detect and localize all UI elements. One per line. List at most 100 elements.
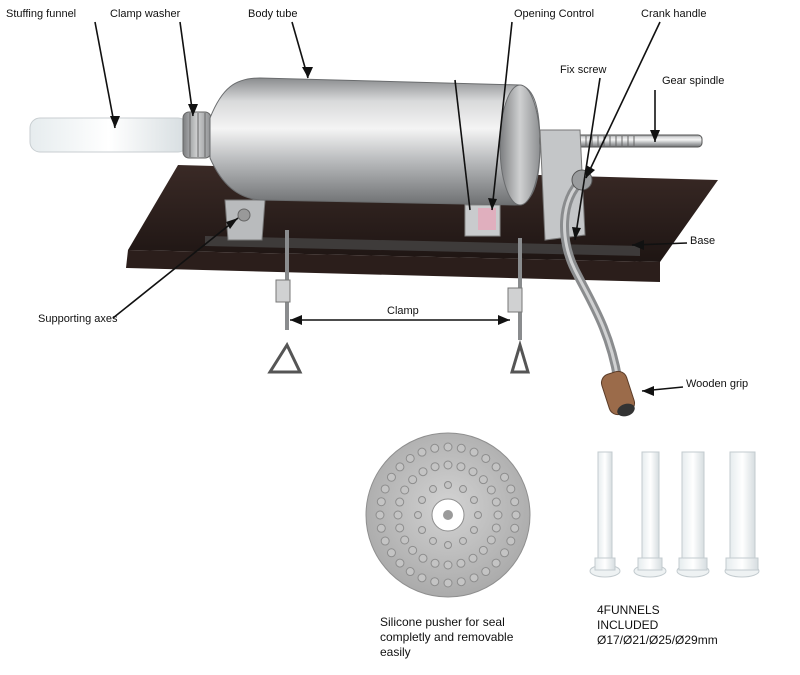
pusher-hole xyxy=(468,467,478,477)
pusher-hole xyxy=(395,558,405,568)
pusher-hole xyxy=(491,462,501,472)
funnels-caption-line: 4FUNNELS xyxy=(597,603,660,617)
pusher-hole xyxy=(443,442,453,452)
funnel-17mm xyxy=(589,451,621,578)
wooden-grip xyxy=(600,370,636,417)
pusher-hole xyxy=(430,443,440,453)
label-supporting-axes: Supporting axes xyxy=(38,313,118,325)
label-clamp: Clamp xyxy=(387,305,419,317)
pusher-hole xyxy=(430,558,440,568)
pusher-hole xyxy=(510,497,520,507)
pusher-hole xyxy=(491,558,501,568)
pusher-hole xyxy=(510,523,520,533)
pusher-caption: Silicone pusher for seal completly and r… xyxy=(380,615,513,660)
clamp-washer xyxy=(182,111,212,159)
label-clamp-washer: Clamp washer xyxy=(110,8,181,20)
pusher-hole xyxy=(469,526,478,534)
pusher-hole xyxy=(386,472,396,482)
pusher-hole xyxy=(429,485,437,494)
label-stuffing-funnel: Stuffing funnel xyxy=(6,8,77,20)
leader-fix-screw xyxy=(574,77,601,241)
pusher-hole xyxy=(376,523,386,533)
pusher-hole xyxy=(491,497,501,507)
pusher-caption-line: Silicone pusher for seal xyxy=(380,615,505,629)
pusher-hole xyxy=(408,475,418,485)
pusher-hole xyxy=(429,536,437,545)
leader-opening-control-2 xyxy=(491,21,513,211)
label-crank-handle: Crank handle xyxy=(641,8,707,20)
pusher-hole xyxy=(405,567,415,577)
pusher-hole xyxy=(430,462,440,472)
pusher-hole xyxy=(469,496,478,504)
pusher-hole xyxy=(456,577,466,587)
pusher-hole xyxy=(500,548,510,558)
label-opening-control: Opening Control xyxy=(514,8,595,20)
silicone-pusher-disc xyxy=(365,432,531,598)
pusher-hole xyxy=(468,553,478,563)
pusher-hole xyxy=(405,453,415,463)
pusher-hole xyxy=(459,536,467,545)
supporting-axes xyxy=(224,199,501,241)
leader-stuffing-funnel xyxy=(94,21,116,129)
pusher-hole xyxy=(443,460,453,470)
pusher-hole xyxy=(500,472,510,482)
pusher-hole xyxy=(400,485,410,495)
gear-housing xyxy=(539,129,586,241)
pusher-hole xyxy=(493,510,503,520)
leader-crank-handle xyxy=(585,21,661,179)
clamp-left xyxy=(267,230,303,374)
pusher-hole xyxy=(400,535,410,545)
label-base: Base xyxy=(690,235,716,247)
funnel-set xyxy=(589,451,760,578)
pusher-hole xyxy=(380,536,390,546)
pusher-hole xyxy=(386,548,396,558)
label-fix-screw: Fix screw xyxy=(560,64,607,76)
leader-lines xyxy=(94,21,688,392)
leader-supporting-axes xyxy=(112,217,239,319)
funnels-caption: 4FUNNELS INCLUDED Ø17/Ø21/Ø25/Ø29mm xyxy=(597,603,718,648)
pusher-hole xyxy=(417,573,427,583)
pusher-hole xyxy=(375,510,385,520)
pusher-hole xyxy=(481,453,491,463)
pusher-caption-line: completly and removable xyxy=(380,630,514,644)
leader-clamp-washer xyxy=(179,21,194,117)
pusher-hole xyxy=(506,536,516,546)
pusher-hole xyxy=(395,462,405,472)
pusher-hole xyxy=(444,481,452,489)
pusher-hole xyxy=(486,535,496,545)
pusher-hole xyxy=(486,485,496,495)
leader-opening-control-1 xyxy=(454,79,471,211)
pusher-hole xyxy=(469,447,479,457)
funnel-29mm xyxy=(724,451,760,578)
pusher-hole xyxy=(418,496,427,504)
label-gear-spindle: Gear spindle xyxy=(662,75,725,87)
funnel-25mm xyxy=(676,451,710,578)
pusher-hole xyxy=(491,523,501,533)
pusher-hole xyxy=(456,558,466,568)
crank-handle xyxy=(560,169,623,385)
stuffing-funnel xyxy=(29,117,189,153)
pusher-hole xyxy=(481,567,491,577)
clamp-right xyxy=(507,238,531,374)
pusher-hole xyxy=(459,485,467,494)
pusher-hole xyxy=(474,511,482,519)
pusher-hole xyxy=(395,523,405,533)
pusher-hole xyxy=(418,526,427,534)
pusher-hole xyxy=(478,475,488,485)
pusher-hole xyxy=(393,510,403,520)
body-tube xyxy=(209,77,541,206)
pusher-hole xyxy=(417,447,427,457)
pusher-hole xyxy=(506,484,516,494)
pusher-hole xyxy=(430,577,440,587)
funnel-21mm xyxy=(633,451,667,578)
pusher-hole xyxy=(443,578,453,588)
arrow-heads xyxy=(110,67,660,396)
pusher-hole xyxy=(376,497,386,507)
label-body-tube: Body tube xyxy=(248,8,298,20)
pusher-hole xyxy=(444,541,452,549)
pusher-hole xyxy=(456,443,466,453)
funnels-caption-line: Ø17/Ø21/Ø25/Ø29mm xyxy=(597,633,718,647)
funnels-caption-line: INCLUDED xyxy=(597,618,659,632)
pusher-hole xyxy=(380,484,390,494)
